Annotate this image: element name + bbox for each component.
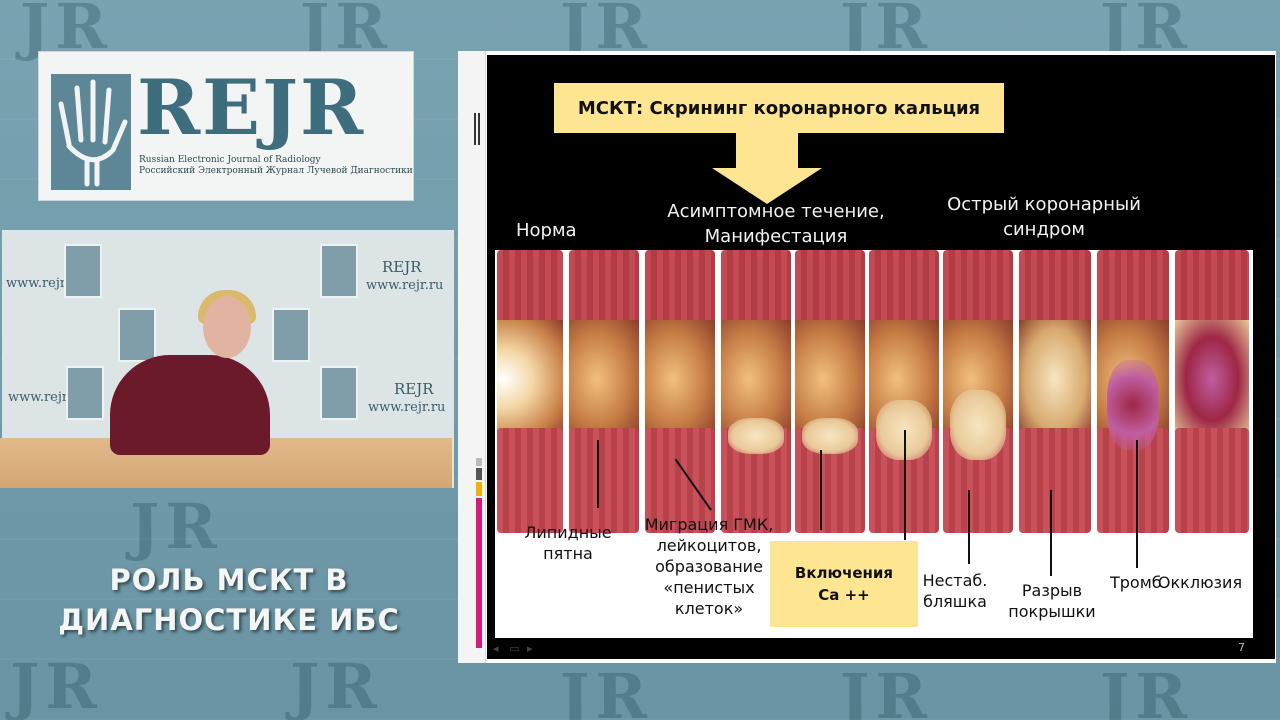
slide-header: МСКТ: Скрининг коронарного кальция [554, 83, 1004, 133]
artery-segment [1097, 250, 1169, 540]
caption-calcium: Включения Ca ++ [770, 541, 918, 627]
slide-progress-bar [476, 458, 482, 466]
hand-xray-icon [66, 366, 104, 420]
artery-segment [795, 250, 865, 540]
lecture-title: РОЛЬ МСКТ В ДИАГНОСТИКЕ ИБС [58, 563, 400, 637]
watermark-tile: JR [1100, 660, 1193, 720]
caption-lipid: Липидные пятна [524, 523, 612, 563]
caption-occlusion: Окклюзия [1157, 573, 1243, 592]
hand-xray-icon [272, 308, 310, 362]
artery-stages-illustration [495, 250, 1253, 638]
presenter-face [203, 296, 251, 358]
hand-xray-icon [64, 244, 102, 298]
artery-segment [569, 250, 639, 540]
caption-cap-rupture: Разрыв покрышки [1008, 581, 1096, 621]
hand-xray-icon [118, 308, 156, 362]
pointer-line [968, 490, 970, 564]
presenter [110, 355, 270, 455]
next-slide-icon[interactable]: ▸ [527, 642, 533, 655]
watermark-tile: JR [840, 660, 933, 720]
hand-xray-icon [320, 244, 358, 298]
artery-segment [1019, 250, 1091, 540]
slide-progress-bar [476, 482, 482, 496]
pointer-line [1050, 490, 1052, 576]
wall-url: www.rejr.ru [366, 278, 444, 293]
slide-footer: ◂ ▭ ▸ [487, 640, 1275, 659]
watermark-tile: JR [130, 490, 223, 563]
artery-segment [721, 250, 791, 540]
wall-url: www.rejr.ru [368, 400, 446, 415]
watermark-tile: JR [290, 650, 383, 720]
menu-icon[interactable]: ▭ [509, 642, 520, 655]
slide-progress-bar [476, 468, 482, 480]
stage-asymptomatic: Асимптомное течение, Манифестация [667, 201, 885, 247]
artery-segment [943, 250, 1013, 540]
stage-norm: Норма [516, 220, 577, 241]
prev-slide-icon[interactable]: ◂ [493, 642, 499, 655]
watermark-tile: JR [560, 660, 653, 720]
pointer-line [820, 450, 822, 530]
artery-segment [645, 250, 715, 540]
stage-acute-coronary: Острый коронарный синдром [947, 194, 1141, 240]
rejr-logo: REJR Russian Electronic Journal of Radio… [38, 51, 414, 201]
caption-unstable-plaque: Нестаб. бляшка [922, 571, 988, 611]
arrow-down-icon [736, 133, 798, 169]
artery-segment [1175, 250, 1249, 540]
slide-progress-bar [476, 498, 482, 648]
caption-thrombus: Тромб [1110, 573, 1162, 592]
hand-xray-icon [51, 74, 131, 190]
pointer-line [1136, 440, 1138, 568]
pointer-line [597, 440, 599, 508]
wall-logo: REJR [394, 380, 434, 398]
artery-segment [497, 250, 563, 540]
logo-subtitle: Russian Electronic Journal of Radiology … [139, 155, 413, 176]
caption-migration: Миграция ГМК, лейкоцитов, образование «п… [644, 515, 774, 618]
watermark-tile: JR [10, 650, 103, 720]
logo-title: REJR [137, 63, 366, 152]
wall-logo: REJR [382, 258, 422, 276]
arrow-down-icon [712, 168, 822, 204]
hand-xray-icon [320, 366, 358, 420]
pointer-line [904, 430, 906, 540]
slide-page-number: 7 [1238, 641, 1245, 654]
